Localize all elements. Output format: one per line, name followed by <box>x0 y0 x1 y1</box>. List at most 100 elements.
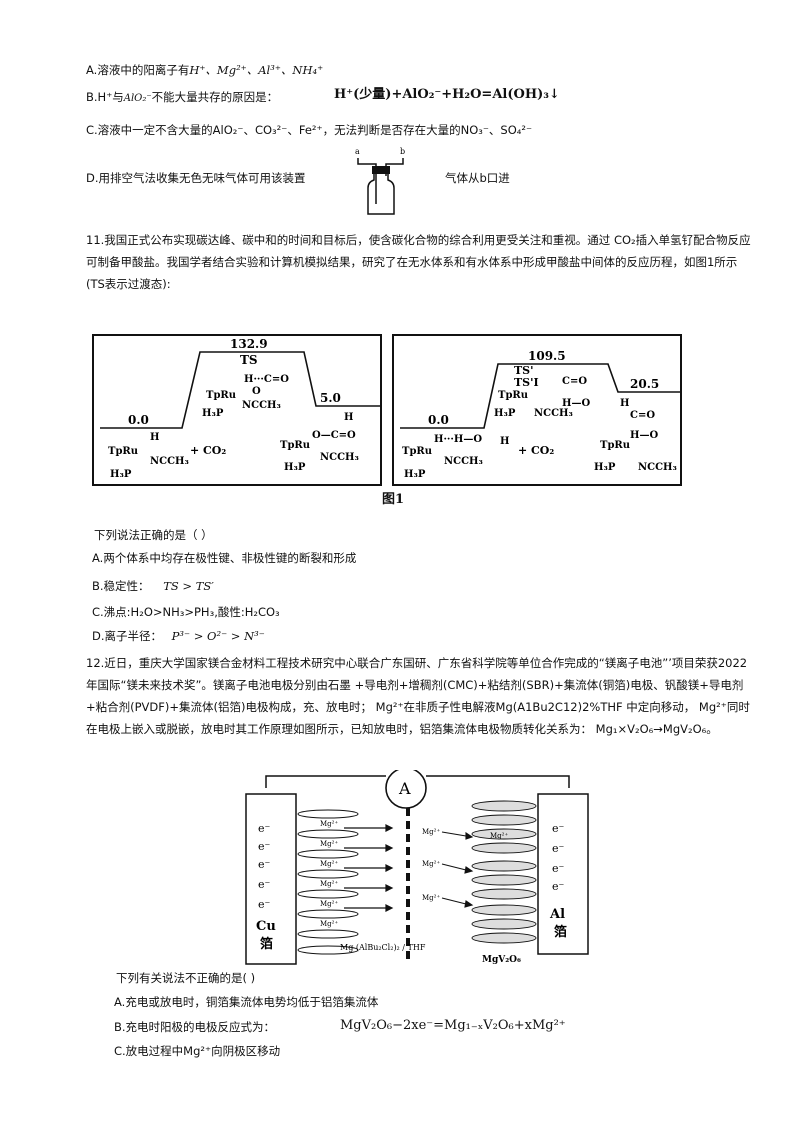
q10-option-b-rest: 不能大量共存的原因是： <box>151 90 279 104</box>
right-ts-ceqo: C=O <box>562 376 587 387</box>
q11-option-a: A.两个体系中均存在极性键、非极性键的断裂和形成 <box>92 551 357 565</box>
q12-option-c: C.放电过程中Mg²⁺向阴极区移动 <box>114 1044 281 1058</box>
left-end-h3p: H₃P <box>284 462 306 473</box>
right-value-ts: 109.5 <box>528 349 566 363</box>
mg-ion-right-2: Mg²⁺ <box>422 860 440 868</box>
al-label: Al <box>549 907 565 922</box>
mg-ion-right-3: Mg²⁺ <box>422 894 440 902</box>
mg-ion-5: Mg²⁺ <box>320 900 338 908</box>
port-a-label: a <box>355 147 360 156</box>
cu-foil-electrode <box>245 793 297 965</box>
ammeter-label: A <box>398 779 411 798</box>
right-ts-ho: H—O <box>562 398 590 409</box>
q10-option-b-ion: AlO₂⁻ <box>123 93 152 104</box>
right-start-ncch3: NCCH₃ <box>444 456 483 467</box>
al-foil-electrode <box>537 793 589 955</box>
q10-option-b: B.H⁺与AlO₂⁻不能大量共存的原因是： <box>86 89 278 107</box>
left-end-h: H <box>344 412 353 423</box>
mg-ion-4: Mg²⁺ <box>320 880 338 888</box>
left-end-tpru: TpRu <box>280 440 310 451</box>
q10-option-a-text: A.溶液中的阳离子有 <box>86 63 190 77</box>
left-start-h3p: H₃P <box>110 469 132 480</box>
al-label-foil: 箔 <box>554 924 567 940</box>
left-start-h: H <box>150 432 159 443</box>
q10-option-a-ions: H⁺、Mg²⁺、Al³⁺、NH₄⁺ <box>189 63 324 77</box>
right-value-start: 0.0 <box>428 413 449 427</box>
q12-stem: 12.近日，重庆大学国家镁合金材料工程技术研究中心联合广东国研、广东省科学院等单… <box>86 656 750 736</box>
q10-option-c: C.溶液中一定不含大量的AlO₂⁻、CO₃²⁻、Fe²⁺，无法判断是否存在大量的… <box>86 123 533 137</box>
cu-electron-1: e⁻ <box>258 822 271 835</box>
cu-label-foil: 箔 <box>260 936 273 952</box>
left-ts-oxygen: O <box>252 386 261 397</box>
left-ts-label: TS <box>240 353 258 367</box>
q10-option-a: A.溶液中的阳离子有H⁺、Mg²⁺、Al³⁺、NH₄⁺ <box>86 62 323 78</box>
al-electron-4: e⁻ <box>552 880 565 893</box>
left-ts-h3p: H₃P <box>202 408 224 419</box>
mg-ion-right-1: Mg²⁺ <box>422 828 440 836</box>
right-ts-h3p: H₃P <box>494 408 516 419</box>
q11-option-d-prefix: D.离子半径： <box>92 629 163 643</box>
right-start-tpru: TpRu <box>402 446 432 457</box>
left-end-ocoo: O—C=O <box>312 430 356 441</box>
cu-electron-5: e⁻ <box>258 898 271 911</box>
mg-ion-2: Mg²⁺ <box>320 840 338 848</box>
right-end-tpru: TpRu <box>600 440 630 451</box>
q11-option-d-expr: P³⁻ > O²⁻ > N³⁻ <box>171 629 265 643</box>
left-start-ncch3: NCCH₃ <box>150 456 189 467</box>
energy-profile-aqueous: 0.0 109.5 20.5 TS' TS'I C=O H—O TpRu H₃P… <box>392 334 682 486</box>
left-value-ts: 132.9 <box>230 337 268 351</box>
right-start-h3p: H₃P <box>404 469 426 480</box>
right-value-end: 20.5 <box>630 377 659 391</box>
q10-option-d-suffix: 气体从b口进 <box>445 171 510 185</box>
q11-option-b-expr: TS > TS′ <box>163 579 214 593</box>
energy-profile-aqueous-svg: 0.0 109.5 20.5 TS' TS'I C=O H—O TpRu H₃P… <box>400 349 680 480</box>
mg-ion-3: Mg²⁺ <box>320 860 338 868</box>
right-start-h: H <box>500 436 509 447</box>
cu-label: Cu <box>256 919 276 934</box>
q10-option-b-prefix: B.H⁺与 <box>86 90 124 104</box>
energy-profile-anhydrous: 0.0 132.9 5.0 TS H···C=O O TpRu H₃P NCCH… <box>92 334 382 486</box>
q10-option-b-equation: H⁺(少量)+AlO₂⁻+H₂O=Al(OH)₃↓ <box>334 87 560 102</box>
left-ts-tpru: TpRu <box>206 390 236 401</box>
al-electron-3: e⁻ <box>552 862 565 875</box>
q11-option-b: B.稳定性： TS > TS′ <box>92 578 214 594</box>
gas-bottle-diagram: a b <box>355 147 405 215</box>
energy-profile-anhydrous-svg: 0.0 132.9 5.0 TS H···C=O O TpRu H₃P NCCH… <box>100 337 380 480</box>
mg-battery-diagram: A e⁻ e⁻ e⁻ e⁻ e⁻ Cu 箔 Mg²⁺ Mg²⁺ Mg²⁺ Mg²… <box>245 770 589 965</box>
left-ts-fragment: H···C=O <box>244 374 289 385</box>
q12-option-b-equation: MgV₂O₆−2xe⁻=Mg₁₋ₓV₂O₆+xMg²⁺ <box>340 1018 566 1033</box>
left-start-tpru: TpRu <box>108 446 138 457</box>
q11-stem: 11.我国正式公布实现碳达峰、碳中和的时间和目标后，使含碳化合物的综合利用更受关… <box>86 233 751 291</box>
right-plus-co2: + CO₂ <box>518 444 554 457</box>
left-value-start: 0.0 <box>128 413 149 427</box>
product-label: MgV₂O₆ <box>482 955 521 965</box>
cu-electron-2: e⁻ <box>258 840 271 853</box>
right-end-h: H <box>620 398 629 409</box>
right-ts-tpru: TpRu <box>498 390 528 401</box>
electrolyte-label: Mg (AlBu₂Cl₂)₂ / THF <box>340 943 426 952</box>
left-value-end: 5.0 <box>320 391 341 405</box>
right-ts2-label: TS'I <box>514 376 539 389</box>
cu-electron-4: e⁻ <box>258 878 271 891</box>
left-plus-co2: + CO₂ <box>190 444 226 457</box>
left-ts-ncch3: NCCH₃ <box>242 400 281 411</box>
al-electron-1: e⁻ <box>552 822 565 835</box>
right-ts-ncch3: NCCH₃ <box>534 408 573 419</box>
port-b-label: b <box>400 147 405 156</box>
q11-option-c: C.沸点:H₂O>NH₃>PH₃,酸性:H₂CO₃ <box>92 605 280 619</box>
q11-question: 下列说法正确的是（ ） <box>94 528 213 542</box>
q12-question: 下列有关说法不正确的是( ) <box>116 971 256 985</box>
al-electron-2: e⁻ <box>552 842 565 855</box>
q11-option-d: D.离子半径： P³⁻ > O²⁻ > N³⁻ <box>92 628 265 644</box>
right-end-ncch3: NCCH₃ <box>638 462 677 473</box>
mg-ion-6: Mg²⁺ <box>320 920 338 928</box>
q10-option-d-prefix: D.用排空气法收集无色无味气体可用该装置 <box>86 171 306 185</box>
right-ts1-label: TS' <box>514 364 534 377</box>
right-end-ceqo: C=O <box>630 410 655 421</box>
right-end-h3p: H₃P <box>594 462 616 473</box>
q11-option-b-prefix: B.稳定性： <box>92 579 150 593</box>
right-start-hho: H···H—O <box>434 434 482 445</box>
mg-ion-1: Mg²⁺ <box>320 820 338 828</box>
right-end-ho: H—O <box>630 430 658 441</box>
cu-electron-3: e⁻ <box>258 858 271 871</box>
